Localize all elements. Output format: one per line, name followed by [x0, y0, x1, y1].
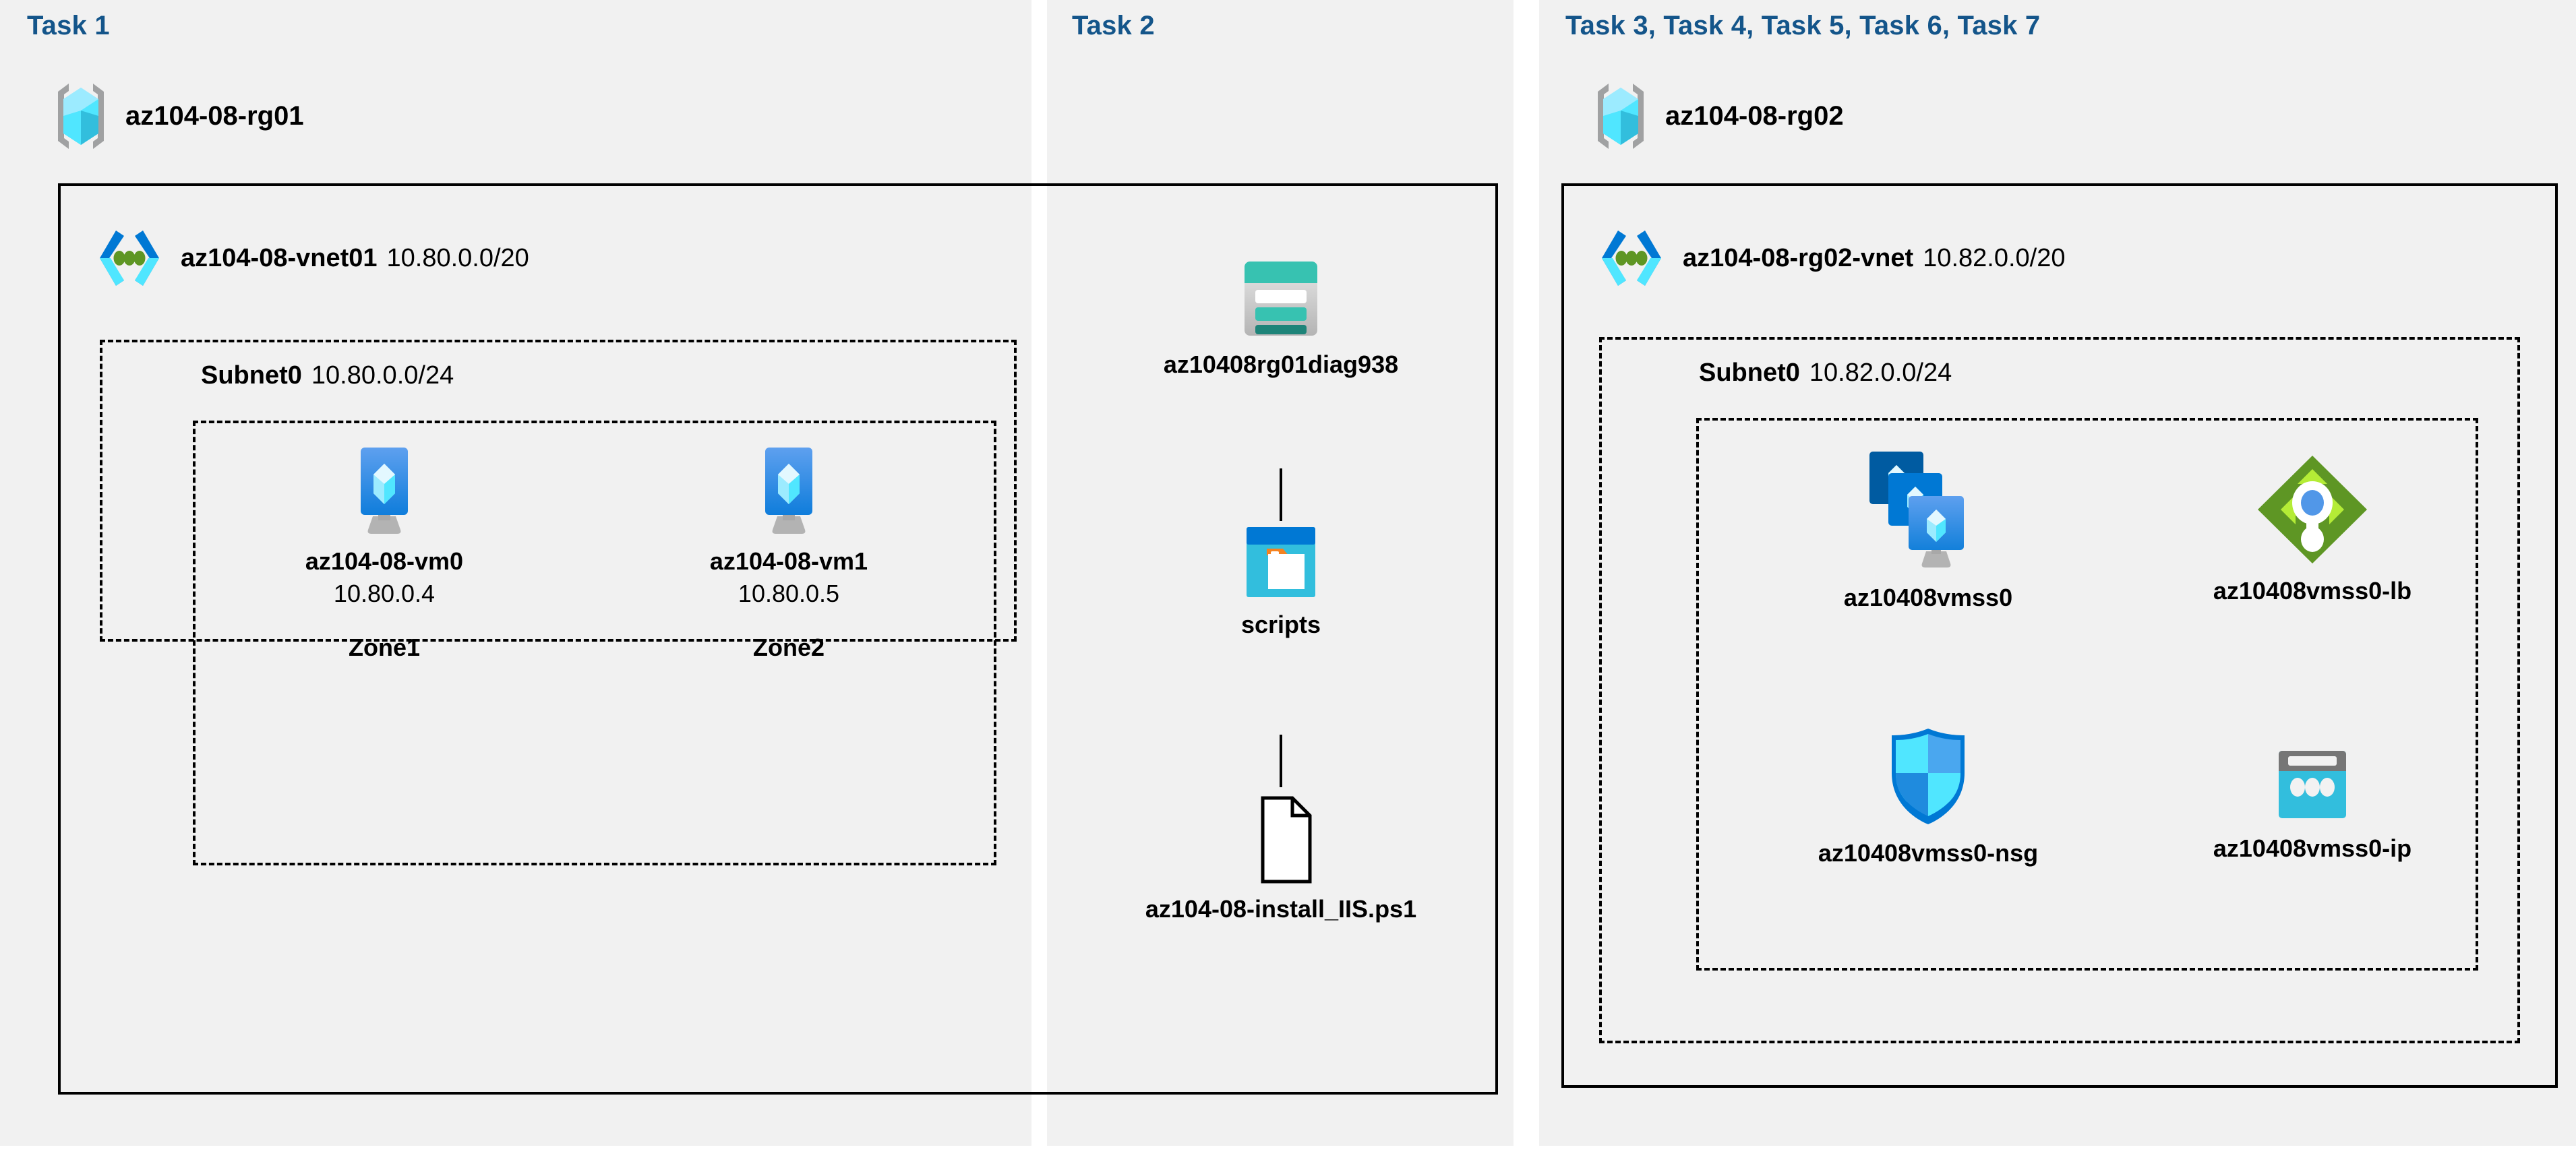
task3to7-header: Task 3, Task 4, Task 5, Task 6, Task 7: [1565, 11, 2041, 40]
load-balancer-icon: [2255, 453, 2370, 566]
resource-group-icon: [51, 81, 111, 152]
vm1-name: az104-08-vm1: [709, 547, 868, 575]
vm-zone-group-boundary: [193, 421, 996, 865]
public-ip-name: az10408vmss0-ip: [2213, 834, 2412, 862]
storage-account-name: az10408rg01diag938: [1163, 350, 1399, 378]
vm-scale-set-name: az10408vmss0: [1843, 584, 2013, 611]
network-security-group-icon: [1884, 725, 1973, 828]
node-blob-container: scripts: [1166, 524, 1396, 639]
virtual-network-icon: [1596, 228, 1667, 288]
resource-group-rg01: az104-08-rg01: [51, 81, 304, 152]
vnet01-header: az104-08-vnet01 10.80.0.0/20: [94, 228, 529, 288]
subnet0-left-header: Subnet0 10.80.0.0/24: [201, 361, 454, 390]
vnet01-name: az104-08-vnet01: [181, 243, 378, 272]
scale-set-resource-group-boundary: [1696, 418, 2478, 971]
vm-scale-set-icon: [1856, 445, 2000, 573]
vnet01-title: az104-08-vnet01 10.80.0.0/20: [181, 244, 529, 273]
node-network-security-group: az10408vmss0-nsg: [1814, 725, 2043, 867]
vnet02-boundary: [1561, 183, 2558, 1088]
load-balancer-name: az10408vmss0-lb: [2213, 577, 2412, 605]
node-public-ip: az10408vmss0-ip: [2198, 748, 2427, 863]
vm1-zone: Zone2: [752, 634, 825, 661]
vnet02-name: az104-08-rg02-vnet: [1683, 243, 1914, 272]
node-load-balancer: az10408vmss0-lb: [2198, 453, 2427, 605]
resource-group-rg02: az104-08-rg02: [1591, 81, 1844, 152]
node-vm0: az104-08-vm0 10.80.0.4 Zone1: [270, 445, 499, 662]
task1-header: Task 1: [27, 11, 110, 40]
subnet0-left-boundary: [100, 340, 1017, 642]
subnet0-right-boundary: [1599, 337, 2520, 1043]
vnet02-cidr: 10.82.0.0/20: [1923, 243, 2066, 272]
vnet01-boundary: [58, 183, 1498, 1095]
vm0-zone: Zone1: [348, 634, 420, 661]
virtual-network-icon: [94, 228, 164, 288]
vm1-ip: 10.80.0.5: [738, 580, 840, 607]
task2-header: Task 2: [1072, 11, 1155, 40]
public-ip-address-icon: [2268, 748, 2357, 824]
blob-container-name: scripts: [1240, 611, 1321, 638]
subnet0-right-cidr: 10.82.0.0/24: [1809, 359, 1952, 387]
network-security-group-name: az10408vmss0-nsg: [1818, 839, 2039, 867]
vnet02-header: az104-08-rg02-vnet 10.82.0.0/20: [1596, 228, 2065, 288]
node-vm1: az104-08-vm1 10.80.0.5 Zone2: [674, 445, 903, 662]
connector-container-to-blob: [1280, 735, 1282, 787]
storage-account-icon: [1240, 257, 1321, 340]
subnet0-left-name: Subnet0: [201, 361, 302, 390]
connector-storage-to-container: [1280, 468, 1282, 521]
blob-container-icon: [1241, 524, 1321, 600]
panel-task1: [0, 0, 1031, 1146]
subnet0-left-cidr: 10.80.0.0/24: [311, 361, 454, 390]
file-icon: [1244, 795, 1318, 884]
virtual-machine-icon: [345, 445, 424, 536]
resource-group-icon: [1591, 81, 1650, 152]
panel-task3to7: [1539, 0, 2576, 1146]
subnet0-right-header: Subnet0 10.82.0.0/24: [1699, 359, 1952, 388]
blob-file-name: az104-08-install_IIS.ps1: [1145, 895, 1417, 923]
resource-group-label: az104-08-rg02: [1665, 101, 1844, 131]
node-vm-scale-set: az10408vmss0: [1814, 445, 2043, 612]
virtual-machine-icon: [749, 445, 829, 536]
node-blob-file: az104-08-install_IIS.ps1: [1145, 795, 1416, 923]
vnet01-cidr: 10.80.0.0/20: [386, 243, 529, 272]
vnet02-title: az104-08-rg02-vnet 10.82.0.0/20: [1683, 244, 2065, 273]
vm0-ip: 10.80.0.4: [333, 580, 436, 607]
node-storage-account: az10408rg01diag938: [1163, 257, 1399, 379]
subnet0-right-name: Subnet0: [1699, 359, 1800, 387]
vm0-name: az104-08-vm0: [305, 547, 464, 575]
resource-group-label: az104-08-rg01: [125, 101, 304, 131]
